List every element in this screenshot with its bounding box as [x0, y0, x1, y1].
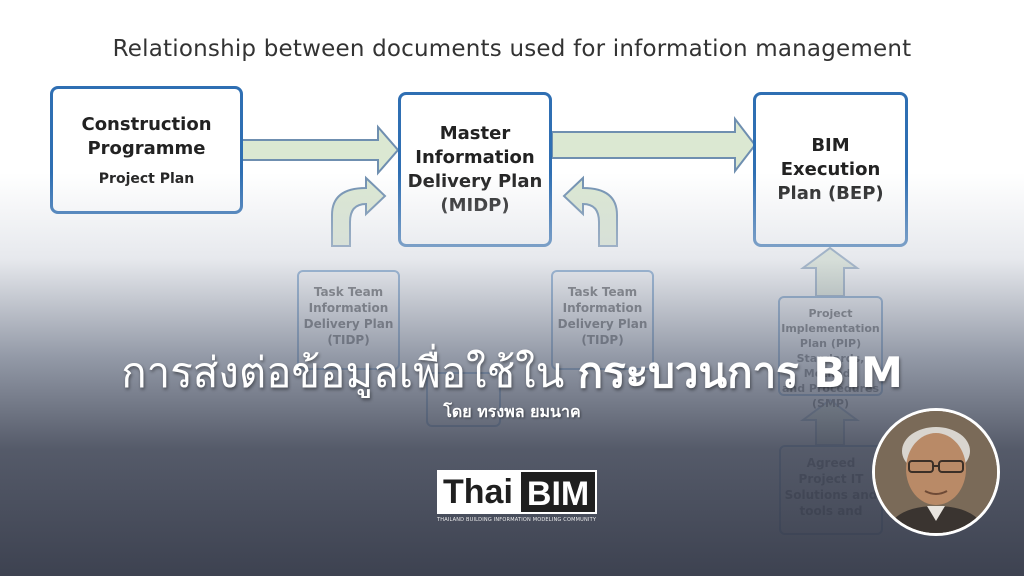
construction-programme-box: Construction Programme Project Plan — [50, 86, 243, 214]
agreed-it-box: Agreed Project IT Solutions and tools an… — [779, 445, 883, 535]
arrow-tidp-right-up — [562, 175, 618, 247]
arrow-pip-to-bep — [799, 246, 861, 297]
author-byline: โดย ทรงพล ยมนาค — [443, 402, 581, 421]
author-portrait-icon — [872, 408, 1000, 536]
headline-bold: กระบวนการ BIM — [577, 348, 903, 397]
bep-label: BIM Execution Plan (BEP) — [777, 134, 884, 204]
logo-tagline: THAILAND BUILDING INFORMATION MODELING C… — [437, 517, 597, 523]
logo-thai-text: Thai — [437, 470, 519, 514]
midp-label: Master Information Delivery Plan (MIDP) — [407, 122, 543, 216]
construction-programme-label: Construction Programme — [81, 114, 212, 159]
portrait-drawing — [875, 411, 997, 533]
headline-regular: การส่งต่อข้อมูลเพื่อใช้ใน — [121, 348, 578, 397]
headline: การส่งต่อข้อมูลเพื่อใช้ใน กระบวนการ BIM — [0, 340, 1024, 406]
midp-box: Master Information Delivery Plan (MIDP) — [398, 92, 552, 247]
arrow-tidp-left-up — [331, 175, 387, 247]
thaibim-logo: Thai BIM THAILAND BUILDING INFORMATION M… — [437, 470, 598, 532]
bep-box: BIM Execution Plan (BEP) — [753, 92, 908, 247]
arrow-programme-to-midp — [241, 124, 400, 176]
project-plan-label: Project Plan — [98, 171, 195, 187]
logo-bim-text: BIM — [518, 470, 598, 514]
arrow-midp-to-bep — [551, 116, 757, 174]
